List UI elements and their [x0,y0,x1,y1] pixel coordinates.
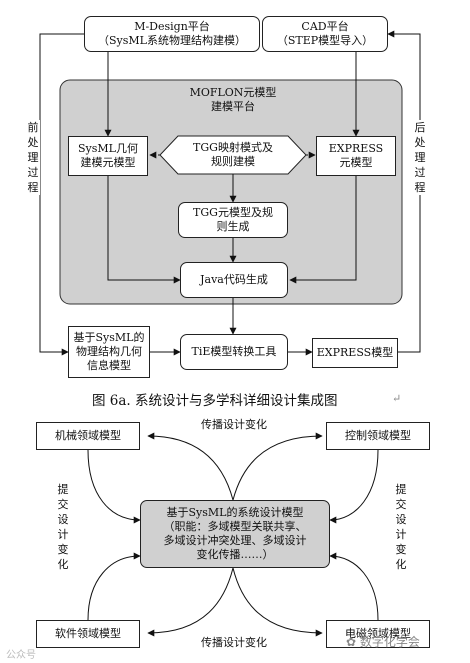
express-model-label: EXPRESS模型 [316,346,394,359]
tie-tool-label: TiE模型转换工具 [191,345,277,358]
watermark-corner: 公众号 [6,646,36,661]
mech-domain-box: 机械领域模型 [36,422,140,450]
figure-caption: 图 6a. 系统设计与多学科详细设计集成图 [92,393,338,409]
moflon-title-line2: 建模平台 [211,100,255,113]
electro-domain-label: 电磁领域模型 [345,627,411,640]
tgg-mapping-line1: TGG映射模式及 [193,141,273,154]
tgg-mapping-line2: 规则建模 [211,155,255,168]
software-domain-label: 软件领域模型 [55,627,121,640]
software-domain-box: 软件领域模型 [36,620,140,648]
moflon-title: MOFLON元模型 建模平台 [150,86,316,114]
tgg-mapping-label: TGG映射模式及 规则建模 [172,141,294,169]
curve-right-bottom [329,552,379,621]
info-model-line1: 基于SysML的 [73,331,145,344]
mdesign-subtitle: （SysML系统物理结构建模） [98,34,246,47]
center-line1: 基于SysML的系统设计模型 [166,506,304,519]
curve-right-top [329,449,379,524]
curve-top [147,432,323,502]
propagate-top-label: 传播设计变化 [201,418,267,431]
mdesign-platform-box: M-Design平台 （SysML系统物理结构建模） [84,16,260,52]
submit-right-label: 提交设计变化 [395,483,407,571]
cad-platform-box: CAD平台 （STEP模型导入） [262,16,388,52]
curve-left-top [87,449,141,524]
express-meta-line1: EXPRESS [328,142,384,155]
sysml-geo-line2: 建模元模型 [80,156,136,169]
arrow-express-to-java [289,176,357,284]
cad-subtitle: （STEP模型导入） [276,34,374,47]
sysml-info-model-box: 基于SysML的 物理结构几何 信息模型 [68,326,150,378]
arrow-pre-process [39,33,84,356]
java-codegen-box: Java代码生成 [180,262,288,298]
tgg-generation-box: TGG元模型及规 则生成 [178,202,288,238]
center-line2: （职能：多域模型关联共享、 [163,520,307,533]
center-line4: 变化传播……） [196,548,274,561]
paragraph-mark: ↵ [392,392,402,405]
center-line3: 多域设计冲突处理、多域设计 [163,534,307,547]
propagate-bottom-label: 传播设计变化 [201,636,267,649]
pre-process-label: 前处理过程 [26,120,40,195]
submit-left-label: 提交设计变化 [57,483,69,571]
mdesign-title: M-Design平台 [134,20,210,33]
arrow-sysml-to-java [107,176,181,284]
watermark-brand-text: 数字化学会 [359,635,420,649]
express-meta-box: EXPRESS 元模型 [316,136,396,176]
express-meta-line2: 元模型 [339,156,373,169]
tie-tool-box: TiE模型转换工具 [180,334,288,370]
tgg-gen-line2: 则生成 [216,220,250,233]
moflon-title-line1: MOFLON元模型 [189,86,277,99]
sysml-geo-line1: SysML几何 [78,142,138,155]
control-domain-box: 控制领域模型 [326,422,430,450]
mech-domain-label: 机械领域模型 [55,429,121,442]
watermark-corner-text: 公众号 [6,650,36,661]
electro-domain-box: 电磁领域模型 [326,620,430,648]
java-codegen-label: Java代码生成 [200,273,268,286]
cad-title: CAD平台 [301,20,349,33]
post-process-label: 后处理过程 [413,120,427,195]
express-model-box: EXPRESS模型 [312,338,398,368]
control-domain-label: 控制领域模型 [345,429,411,442]
info-model-line2: 物理结构几何 [76,345,142,358]
tgg-gen-line1: TGG元模型及规 [193,206,273,219]
curve-left-bottom [87,552,141,621]
curve-bottom [147,567,323,637]
watermark-brand: ✿ 数字化学会 [346,633,420,650]
info-model-line3: 信息模型 [87,359,131,372]
wechat-icon: ✿ [346,635,357,649]
sysml-geo-meta-box: SysML几何 建模元模型 [68,136,148,176]
center-sysml-model-box: 基于SysML的系统设计模型 （职能：多域模型关联共享、 多域设计冲突处理、多域… [140,500,330,568]
